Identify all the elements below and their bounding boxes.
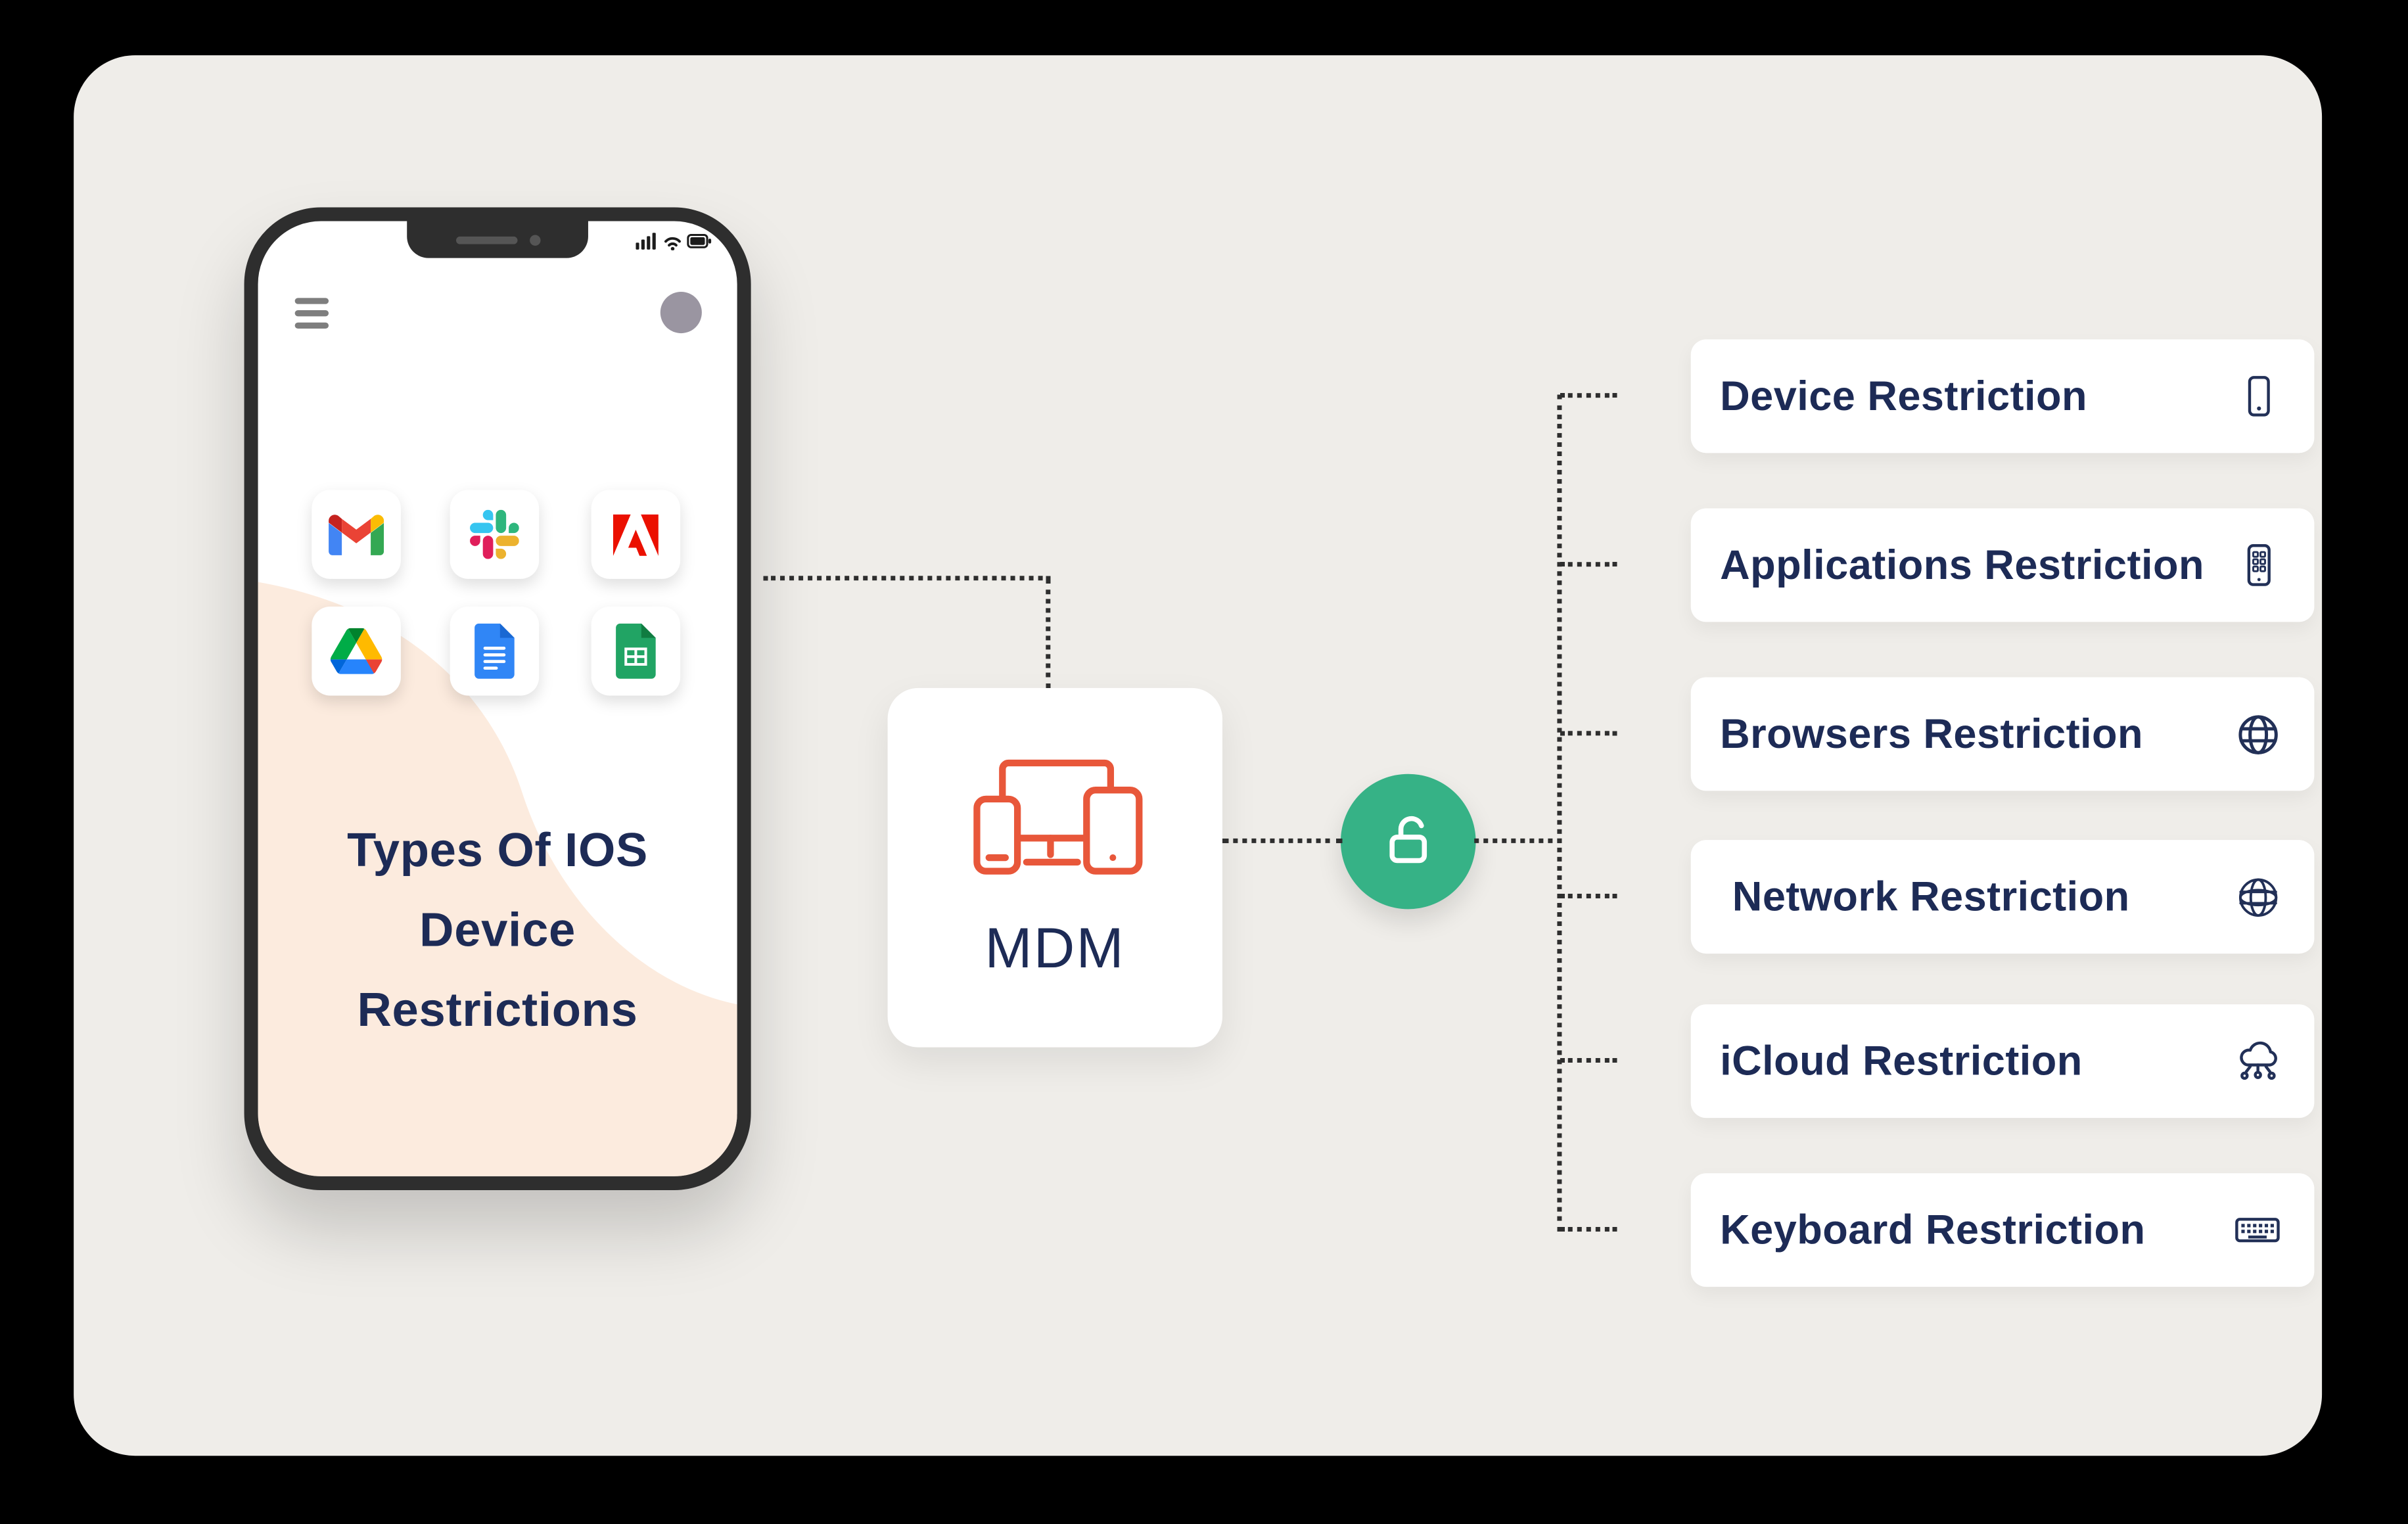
google-sheets-icon [591,606,681,696]
slack-icon [450,490,540,579]
avatar [660,291,702,334]
background-card: Types Of IOS Device Restrictions MDM [74,55,2323,1456]
network-globe-icon [2238,877,2278,916]
restriction-card-icloud: iCloud Restriction [1690,1004,2315,1119]
phone-notch [407,221,588,258]
restriction-card-network: Network Restriction [1690,840,2315,954]
hamburger-menu-icon [294,298,329,329]
camera-dot [528,234,540,245]
mdm-card: MDM [887,687,1223,1048]
restriction-label: Network Restriction [1732,873,2130,919]
battery-icon [687,233,712,248]
smartphone-icon [2248,376,2270,417]
phone-mockup: Types Of IOS Device Restrictions [244,207,751,1190]
restriction-label: Device Restriction [1720,372,2088,419]
restriction-label: Keyboard Restriction [1720,1206,2146,1253]
keyboard-icon [2235,1218,2280,1243]
phone-title-line-3: Restrictions [357,982,638,1037]
google-drive-icon [312,606,401,696]
wifi-icon [664,237,681,247]
phone-title-line-1: Types Of IOS [347,823,649,877]
restriction-card-applications: Applications Restriction [1690,508,2315,622]
restriction-card-keyboard: Keyboard Restriction [1690,1173,2315,1287]
app-grid-phone-icon [2247,544,2271,586]
connector-stub-applications [1560,562,1617,567]
connector-mdm-to-hub [1222,838,1343,843]
connector-trunk [1557,394,1562,1232]
speaker-pill [455,235,517,244]
globe-icon [2238,714,2278,754]
connector-hub-to-trunk [1474,838,1562,843]
gmail-icon [312,490,401,579]
restriction-card-device: Device Restriction [1690,339,2315,453]
connector-phone-to-elbow [763,576,1051,581]
restriction-label: Applications Restriction [1720,541,2204,588]
connector-stub-keyboard [1560,1227,1617,1232]
phone-title-line-2: Device [419,903,576,957]
restriction-label: Browsers Restriction [1720,710,2144,756]
devices-icon [973,759,1143,875]
connector-elbow-to-mdm [1046,578,1051,688]
restriction-label: iCloud Restriction [1720,1037,2083,1084]
unlock-hub [1340,774,1476,910]
connector-stub-browsers [1560,731,1617,736]
adobe-icon [591,490,681,579]
phone-title: Types Of IOS Device Restrictions [258,811,737,1051]
unlock-icon [1389,816,1427,864]
connector-stub-icloud [1560,1057,1617,1063]
connector-stub-device [1560,393,1617,398]
cloud-network-icon [2240,1041,2277,1080]
restriction-card-browsers: Browsers Restriction [1690,677,2315,791]
app-grid [258,221,737,1176]
mdm-label: MDM [984,917,1126,980]
google-docs-icon [450,606,540,696]
peach-blob-shape [258,582,737,1176]
signal-icon [636,233,656,250]
status-icons [636,233,712,250]
connector-stub-network [1560,893,1617,898]
